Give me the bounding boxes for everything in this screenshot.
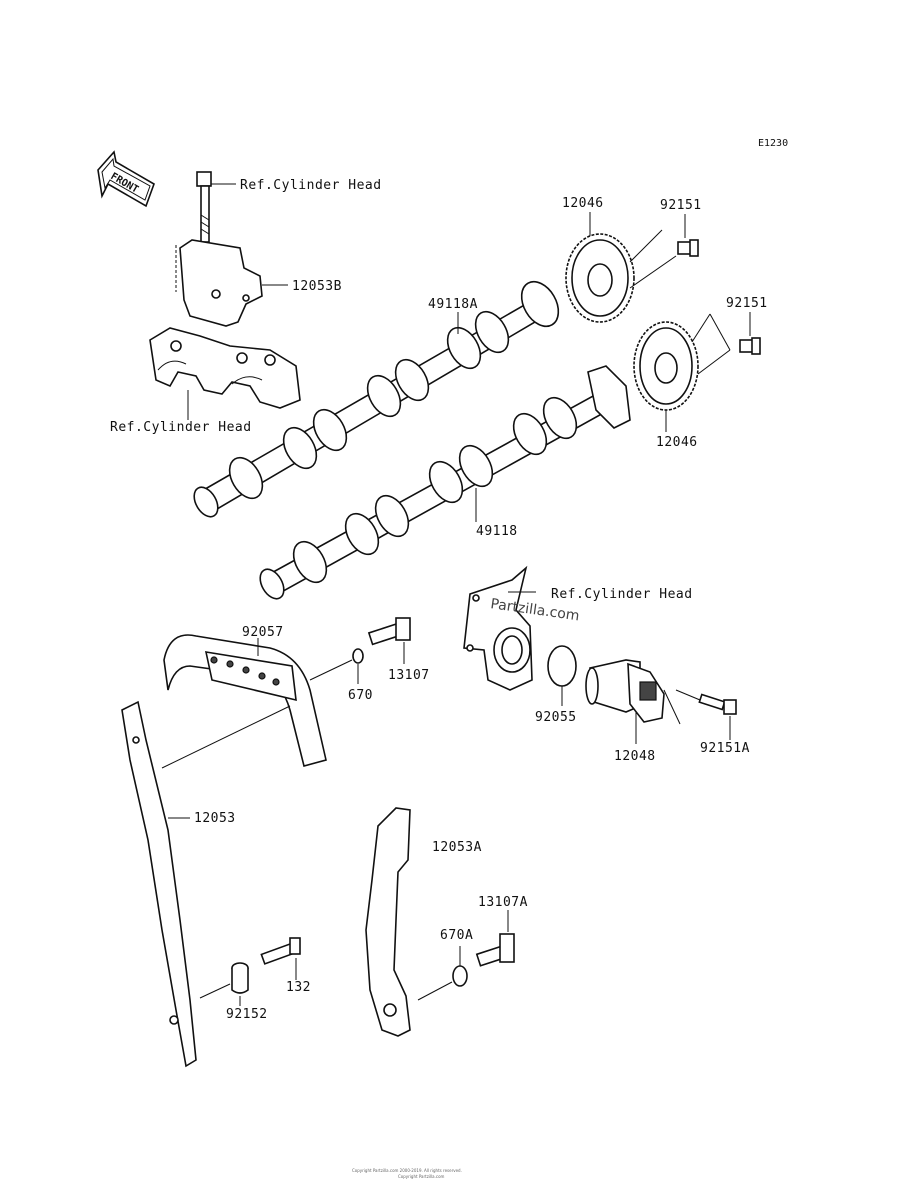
label-92151-top: 92151	[660, 198, 702, 213]
chain-guide-12053	[121, 700, 197, 1068]
pivot-bolt-13107	[367, 617, 411, 646]
label-13107A: 13107A	[478, 895, 528, 910]
label-670A: 670A	[440, 928, 473, 943]
label-132: 132	[286, 980, 311, 995]
cam-cap-bolt	[196, 171, 212, 243]
camshaft-exhaust-49118A	[193, 280, 560, 518]
label-12053B: 12053B	[292, 279, 342, 294]
label-12046-top: 12046	[562, 196, 604, 211]
label-670: 670	[348, 688, 373, 703]
label-12053A: 12053A	[432, 840, 482, 855]
cylinder-head-tensioner-mount	[463, 565, 533, 691]
collar-92152	[231, 962, 249, 994]
label-13107: 13107	[388, 668, 430, 683]
label-92152: 92152	[226, 1007, 268, 1022]
o-ring-670A	[452, 965, 468, 987]
label-49118A: 49118A	[428, 297, 478, 312]
o-ring-670	[352, 648, 364, 664]
label-ref-cylinder-head-1: Ref.Cylinder Head	[240, 178, 382, 193]
footer-line-2: Copyright Partzilla.com	[398, 1174, 445, 1179]
diagram-code: E1230	[758, 138, 788, 149]
label-92151A: 92151A	[700, 741, 750, 756]
cam-chain-tensioner	[585, 659, 665, 723]
footer-line-1: Copyright Partzilla.com 2000-2019. All r…	[352, 1168, 462, 1173]
cam-chain	[163, 634, 327, 767]
sprocket-bolt-mid	[739, 337, 761, 355]
chain-guide-12053A	[365, 807, 411, 1037]
label-ref-cylinder-head-2: Ref.Cylinder Head	[110, 420, 252, 435]
camshaft-intake-49118	[259, 365, 631, 600]
label-ref-cylinder-head-3: Ref.Cylinder Head	[551, 587, 693, 602]
label-92057: 92057	[242, 625, 284, 640]
label-12048: 12048	[614, 749, 656, 764]
label-49118: 49118	[476, 524, 518, 539]
cam-sprocket-upper	[565, 233, 635, 323]
bolt-132	[260, 937, 301, 965]
label-92055: 92055	[535, 710, 577, 725]
sprocket-bolt-upper	[677, 239, 699, 257]
front-arrow-icon: FRONT	[97, 150, 155, 208]
pivot-bolt-13107A	[475, 933, 515, 967]
label-12053: 12053	[194, 811, 236, 826]
cam-sprocket-lower	[633, 321, 699, 411]
label-12046-mid: 12046	[656, 435, 698, 450]
label-92151-mid: 92151	[726, 296, 768, 311]
camshaft-cap	[149, 327, 301, 409]
chain-guide-bracket-12053B	[175, 239, 263, 327]
tensioner-bolt-92151A	[675, 689, 737, 715]
o-ring-92055	[547, 645, 577, 687]
